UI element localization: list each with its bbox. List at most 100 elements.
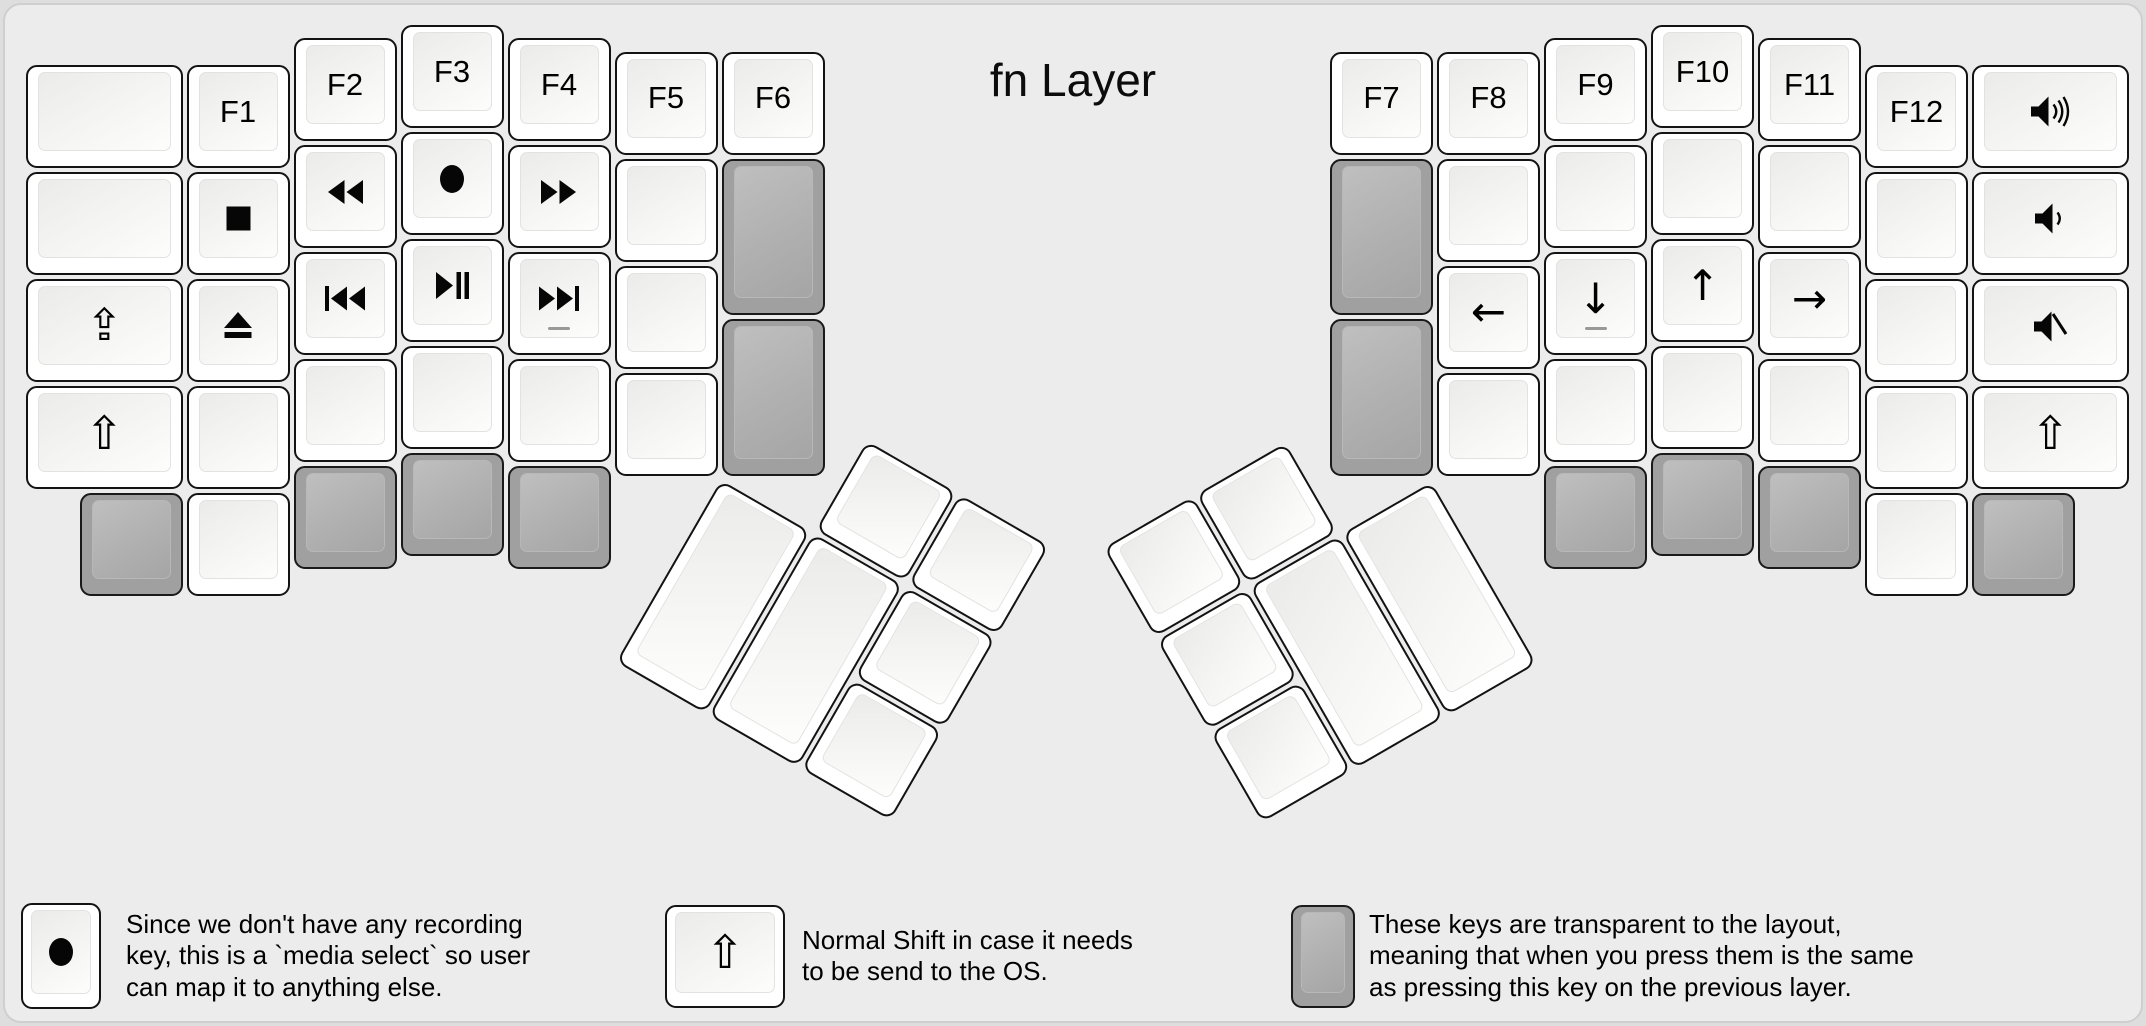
key-shift[interactable]: ⇧ [1972, 386, 2129, 490]
key-shift-lock[interactable]: ⇪ [26, 279, 183, 383]
key-label: F8 [1470, 80, 1507, 116]
key-eject[interactable] [186, 279, 290, 383]
key-blank[interactable] [186, 386, 290, 490]
keytop [305, 259, 385, 339]
shift-icon: ⇧ [705, 925, 745, 979]
keytop [198, 179, 278, 259]
keytop: ↑ [1663, 246, 1742, 325]
key-f12[interactable]: F12 [1865, 65, 1968, 169]
arrow-down-icon: ↓ [1577, 273, 1614, 323]
key-transparent[interactable] [721, 319, 825, 476]
key-f1[interactable]: F1 [186, 65, 290, 169]
key-arrow-up[interactable]: ↑ [1651, 239, 1754, 342]
key-volume-up[interactable] [1972, 65, 2129, 169]
key-blank[interactable] [1865, 172, 1968, 276]
key-next-track[interactable] [507, 252, 611, 356]
key-rewind[interactable] [293, 145, 397, 249]
key-blank[interactable] [614, 372, 718, 476]
key-blank[interactable] [1758, 145, 1861, 249]
key-blank[interactable] [1758, 359, 1861, 463]
keytop [1984, 286, 2117, 366]
key-shift[interactable]: ⇧ [26, 386, 183, 490]
keytop [519, 366, 599, 446]
key-volume-down[interactable] [1972, 172, 2129, 276]
keytop [1663, 139, 1742, 218]
key-f6[interactable]: F6 [721, 51, 825, 155]
key-f11[interactable]: F11 [1758, 38, 1861, 142]
key-transparent[interactable] [1972, 493, 2075, 597]
key-stop[interactable] [186, 172, 290, 276]
key-arrow-left[interactable]: ← [1437, 265, 1540, 369]
legend-key-media-select [21, 903, 101, 1009]
key-f5[interactable]: F5 [614, 51, 718, 155]
legend-item-shift: ⇧ Normal Shift in case it needs to be se… [665, 897, 1133, 1015]
arrow-left-icon: ← [1470, 287, 1507, 337]
key-blank[interactable] [400, 346, 504, 449]
keytop: ⇧ [1984, 393, 2117, 473]
key-blank[interactable] [1544, 145, 1647, 249]
key-blank[interactable] [26, 172, 183, 276]
keytop [91, 500, 171, 580]
homing-dash [548, 326, 570, 331]
keytop [1984, 500, 2063, 580]
key-transparent[interactable] [721, 158, 825, 316]
key-prev-track[interactable] [293, 252, 397, 356]
key-blank[interactable] [614, 265, 718, 369]
key-blank[interactable] [1651, 346, 1754, 449]
keytop [1342, 326, 1421, 459]
keytop [1301, 911, 1345, 993]
keytop: F1 [198, 72, 278, 152]
key-transparent[interactable] [293, 466, 397, 570]
keytop [1556, 473, 1635, 553]
key-mute[interactable] [1972, 279, 2129, 383]
keytop [38, 179, 171, 259]
key-label: F7 [1363, 80, 1400, 116]
key-blank[interactable] [614, 158, 718, 262]
keytop [733, 165, 813, 299]
key-f3[interactable]: F3 [400, 25, 504, 128]
key-transparent[interactable] [1330, 319, 1433, 476]
key-blank[interactable] [1544, 359, 1647, 463]
key-f2[interactable]: F2 [293, 38, 397, 142]
keytop [626, 165, 706, 245]
keytop: ⇪ [38, 286, 171, 366]
key-blank[interactable] [507, 359, 611, 463]
key-transparent[interactable] [1544, 466, 1647, 570]
key-play-pause[interactable] [400, 239, 504, 342]
keytop: F10 [1663, 32, 1742, 111]
key-arrow-right[interactable]: → [1758, 252, 1861, 356]
key-label: F3 [433, 53, 471, 89]
key-transparent[interactable] [507, 466, 611, 570]
key-blank[interactable] [26, 65, 183, 169]
key-transparent[interactable] [400, 453, 504, 556]
key-f9[interactable]: F9 [1544, 38, 1647, 142]
keytop [1770, 366, 1849, 446]
key-transparent[interactable] [1651, 453, 1754, 556]
key-f8[interactable]: F8 [1437, 51, 1540, 155]
key-media-select[interactable] [400, 132, 504, 235]
key-blank[interactable] [1651, 132, 1754, 235]
keytop: F9 [1556, 45, 1635, 125]
key-label: F4 [540, 66, 578, 102]
key-fast-forward[interactable] [507, 145, 611, 249]
legend-key-slot [1291, 904, 1355, 1008]
keytop [519, 259, 599, 339]
keytop [1556, 152, 1635, 232]
key-f10[interactable]: F10 [1651, 25, 1754, 128]
key-blank[interactable] [1437, 158, 1540, 262]
key-blank[interactable] [293, 359, 397, 463]
key-blank[interactable] [1865, 386, 1968, 490]
key-blank[interactable] [1865, 279, 1968, 383]
key-f7[interactable]: F7 [1330, 51, 1433, 155]
keytop [412, 353, 492, 432]
key-transparent[interactable] [79, 493, 183, 597]
volume-up-icon [2029, 95, 2071, 128]
key-transparent[interactable] [1758, 466, 1861, 570]
key-f4[interactable]: F4 [507, 38, 611, 142]
key-blank[interactable] [1865, 493, 1968, 597]
keytop: ← [1449, 272, 1528, 352]
key-arrow-down[interactable]: ↓ [1544, 252, 1647, 356]
key-blank[interactable] [1437, 372, 1540, 476]
key-transparent[interactable] [1330, 158, 1433, 316]
key-blank[interactable] [186, 493, 290, 597]
